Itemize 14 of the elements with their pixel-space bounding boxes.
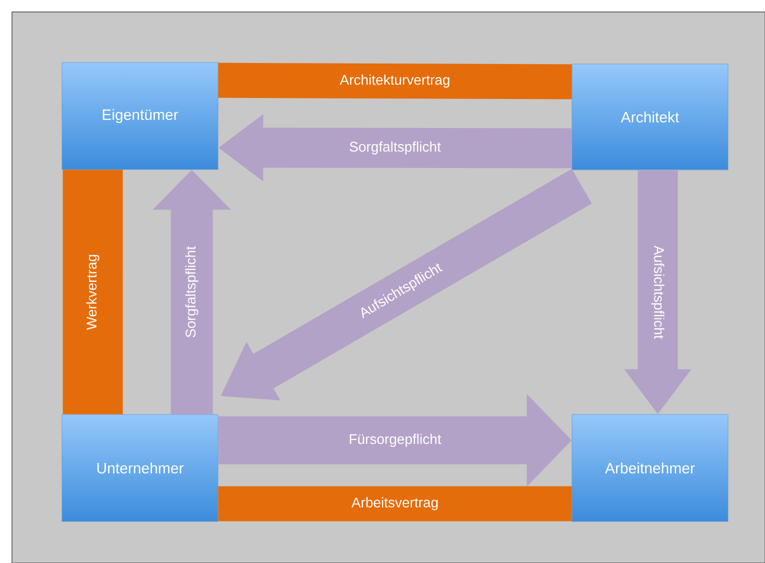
role-box: Unternehmer: [62, 414, 218, 522]
role-box: Eigentümer: [62, 62, 218, 170]
role-box: Architekt: [572, 64, 728, 170]
contract-bar: [62, 170, 123, 414]
edge-label: Sorgfaltspflicht: [350, 141, 441, 154]
edge-label: Aufsichtspflicht: [651, 246, 664, 339]
edge-label: Fürsorgepflicht: [350, 434, 442, 447]
edge-label: Arbeitsvertrag: [351, 497, 438, 510]
contract-bar: [218, 486, 572, 522]
edge-label: Werkvertrag: [86, 254, 100, 330]
edge-label: Sorgfaltspflicht: [185, 246, 198, 338]
edge-label: Architekturvertrag: [340, 74, 450, 88]
contract-bar: [218, 62, 572, 100]
role-box: Arbeitnehmer: [572, 414, 728, 522]
